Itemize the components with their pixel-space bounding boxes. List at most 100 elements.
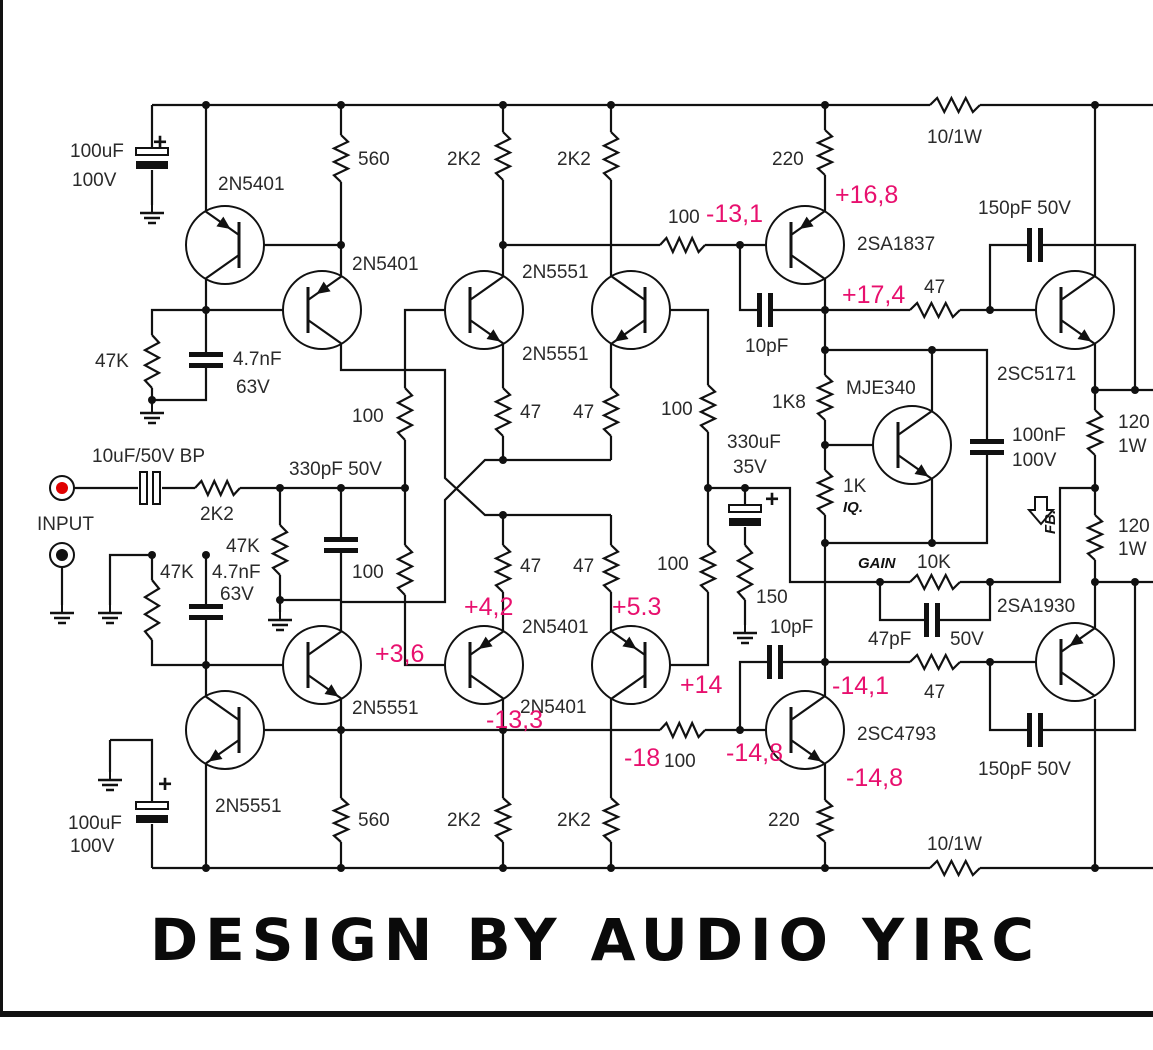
resistor <box>331 134 351 183</box>
transistor-body <box>765 690 845 770</box>
capacitor-plate <box>935 603 940 637</box>
component-label: 100V <box>70 836 115 857</box>
component-label: 2N5551 <box>215 796 282 817</box>
emitter-arrow-icon <box>807 749 822 762</box>
component-label: 2K2 <box>557 149 591 170</box>
component-label: 330pF 50V <box>289 459 382 480</box>
component-label: 100 <box>661 399 693 420</box>
transistor-lead <box>307 630 343 656</box>
component-label: 2SA1837 <box>857 234 935 255</box>
component-label: 47K <box>95 351 129 372</box>
junction-dot <box>1091 386 1099 394</box>
component-label: 2N5401 <box>520 697 587 718</box>
component-label: 120 <box>1118 412 1150 433</box>
transistor-q7-2n5551 <box>282 625 362 705</box>
junction-dot <box>986 578 994 586</box>
component-label: 220 <box>772 149 804 170</box>
junction-dot <box>499 511 507 519</box>
polarity-mark: + <box>153 129 167 156</box>
transistor-body <box>444 625 524 705</box>
capacitor-plate <box>189 363 223 368</box>
transistor-mje340 <box>872 405 952 485</box>
junction-dot <box>202 101 210 109</box>
junction-dot <box>499 726 507 734</box>
junction-dot <box>736 241 744 249</box>
component-label: 47 <box>520 556 541 577</box>
capacitor-mask <box>188 355 224 365</box>
junction-dot <box>741 484 749 492</box>
transistor-lead <box>1060 671 1096 697</box>
component-label: 120 <box>1118 516 1150 537</box>
voltage-annotation: +5.3 <box>612 593 661 621</box>
component-label: 47 <box>573 556 594 577</box>
resistor <box>929 858 981 878</box>
resistor <box>929 95 981 115</box>
transistor-q2-2n5401 <box>282 270 362 350</box>
component-label: 1K <box>843 476 867 497</box>
wire <box>403 308 470 667</box>
transistor-q4-2n5551 <box>591 270 671 350</box>
component-label: 50V <box>950 629 984 650</box>
voltage-annotation: +17,4 <box>842 281 905 309</box>
junction-dot <box>337 864 345 872</box>
junction-dot <box>1131 386 1139 394</box>
component-label: 2SC5171 <box>997 364 1076 385</box>
junction-dot <box>821 441 829 449</box>
input-label: INPUT <box>37 514 94 535</box>
voltage-annotation: -18 <box>624 744 660 772</box>
transistor-q8-2n5551 <box>185 690 265 770</box>
components <box>49 95 1139 878</box>
resistor <box>659 720 706 740</box>
capacitor-plate <box>970 450 1004 455</box>
component-label: 2SA1930 <box>997 596 1075 617</box>
electrolytic-plate-positive <box>135 801 169 810</box>
polarity-mark: + <box>158 771 172 798</box>
transistor-body <box>1035 270 1115 350</box>
transistor-lead <box>204 695 240 721</box>
junction-dot <box>876 578 884 586</box>
resistor <box>142 579 162 641</box>
junction-dot <box>276 596 284 604</box>
junction-dot <box>928 346 936 354</box>
component-label: 100uF <box>68 813 122 834</box>
wire <box>988 243 1137 390</box>
junction-dot <box>821 658 829 666</box>
emitter-arrow-icon <box>1069 633 1084 646</box>
junction-dot <box>401 484 409 492</box>
transistor-2sa1930 <box>1035 622 1115 702</box>
resistor <box>909 572 961 592</box>
junction-dot <box>821 864 829 872</box>
junction-dot <box>607 101 615 109</box>
junction-dot <box>821 346 829 354</box>
capacitor-mask <box>770 644 780 680</box>
resistor <box>270 524 290 576</box>
component-label: 47 <box>924 682 945 703</box>
junction-dot <box>821 306 829 314</box>
electrolytic-plate-negative <box>136 815 168 823</box>
bipolar-cap-plate <box>139 471 148 505</box>
component-label: 100uF <box>70 141 124 162</box>
transistor-q1-2n5401 <box>185 205 265 285</box>
junction-dot <box>202 661 210 669</box>
resistor <box>142 334 162 389</box>
capacitor-plate <box>1038 713 1043 747</box>
wire <box>738 245 825 312</box>
junction-dot <box>821 539 829 547</box>
component-label: 47 <box>924 277 945 298</box>
junction-dot <box>148 396 156 404</box>
electrolytic-plate-positive <box>728 504 762 513</box>
component-label: 2SC4793 <box>857 724 936 745</box>
design-credit-banner: DESIGN BY AUDIO YIRC <box>150 906 1041 974</box>
resistor <box>601 387 621 437</box>
italic-label: FB. <box>1042 510 1059 534</box>
resistor <box>815 799 835 843</box>
transistor-body <box>282 625 362 705</box>
transistor-lead <box>897 410 933 436</box>
resistor <box>909 300 961 320</box>
resistor <box>815 374 835 421</box>
junction-dot <box>276 484 284 492</box>
junction-dot <box>1091 484 1099 492</box>
junction-dot <box>986 658 994 666</box>
